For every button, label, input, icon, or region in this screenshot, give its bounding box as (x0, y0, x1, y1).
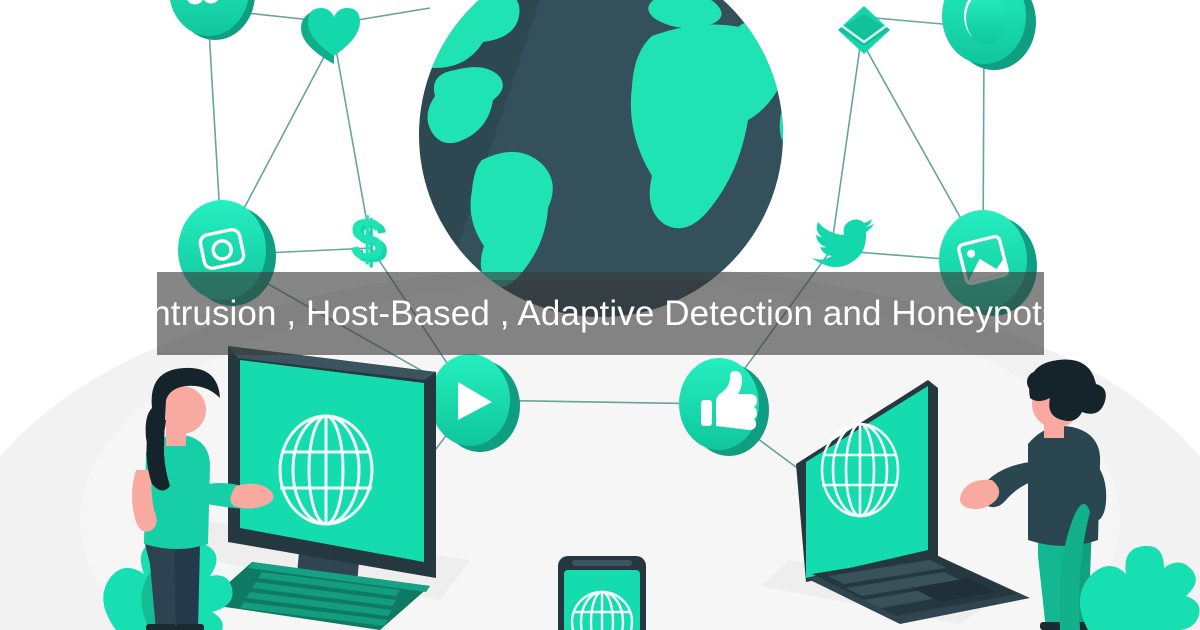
envelope-icon (838, 6, 890, 54)
globe-wireframe-icon-laptop (820, 422, 900, 518)
ring-circle-icon (942, 0, 1036, 70)
play-button-icon (430, 354, 520, 452)
heart-icon (301, 8, 360, 64)
svg-text:$: $ (350, 206, 383, 273)
music-note-icon (169, 0, 255, 40)
plant-bottom-right (1059, 503, 1200, 630)
svg-text:$: $ (354, 209, 387, 276)
page-title: Intrusion , Host-Based , Adaptive Detect… (141, 294, 1060, 333)
laptop (796, 380, 1030, 624)
dollar-icon: $ $ (350, 206, 387, 276)
keyboard (205, 562, 430, 630)
person-left-woman (132, 367, 274, 630)
twitter-bird-icon (812, 219, 874, 268)
title-overlay-bar: Intrusion , Host-Based , Adaptive Detect… (141, 272, 1059, 355)
globe-wireframe-icon (278, 414, 374, 526)
globe-wireframe-icon-phone (570, 590, 634, 630)
smartphone (558, 556, 646, 630)
thumbs-up-icon (679, 358, 769, 456)
